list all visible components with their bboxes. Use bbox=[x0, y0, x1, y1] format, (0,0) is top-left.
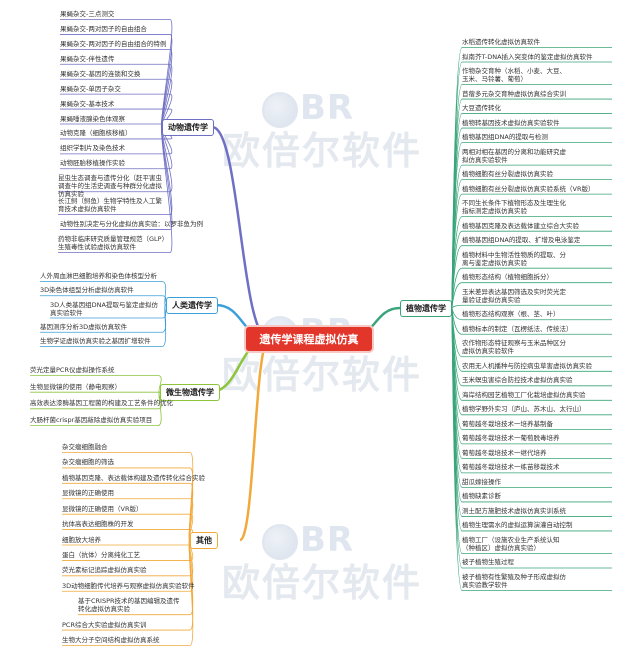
leaf-item[interactable]: 长江鲟（鲟鱼）生物学特性及人工繁育技术虚拟仿真软件 bbox=[58, 197, 162, 214]
center-topic[interactable]: 遗传学课程虚拟仿真 bbox=[246, 327, 372, 351]
leaf-item[interactable]: 植物生理需水的虚拟运算演灌自动控制 bbox=[462, 521, 573, 530]
leaf-item[interactable]: 植物形态结构观察（根、茎、叶） bbox=[462, 310, 560, 319]
leaf-item[interactable]: 植物工厂（设施农业生产系统认知（种植区）虚拟仿真实验） bbox=[462, 535, 560, 552]
leaf-item[interactable]: 显微镜的正确使用 bbox=[62, 489, 114, 498]
leaf-item[interactable]: 玉米螟虫害综合防控技术虚拟仿真实验 bbox=[462, 376, 573, 385]
leaf-item[interactable]: 杂交瘤细胞的筛选 bbox=[62, 458, 114, 467]
leaf-item[interactable]: 测土配方施肥技术虚拟仿真实训系统 bbox=[462, 506, 566, 515]
leaf-item[interactable]: 植物基因组DNA的提取与检测 bbox=[462, 133, 548, 142]
leaf-item[interactable]: 植物形态结构（植物细胞拆分） bbox=[462, 273, 553, 282]
leaf-item[interactable]: 生物显微镜的使用（静电观察） bbox=[30, 382, 121, 391]
leaf-item[interactable]: 果蝇唾液腺染色体观察 bbox=[60, 114, 125, 123]
leaf-item[interactable]: 3D动物细胞传代培养与观察虚拟仿真实验软件 bbox=[62, 581, 195, 590]
leaf-item[interactable]: 水稻遗传转化虚拟仿真软件 bbox=[462, 38, 540, 46]
leaf-item[interactable]: 葡萄越冬栽培技术一继代培养 bbox=[462, 448, 547, 457]
leaf-item[interactable]: 被子植物有性繁殖及种子形成虚拟仿真实验教学软件 bbox=[462, 573, 566, 589]
leaf-item[interactable]: 组织学制片及染色技术 bbox=[60, 144, 125, 153]
leaf-item[interactable]: 果蝇杂交-基因的连锁和交换 bbox=[60, 69, 141, 78]
leaf-item[interactable]: 葡萄越冬栽培技术一练苗移栽技术 bbox=[462, 463, 560, 472]
leaf-item[interactable]: 果蝇杂交-两对因子的自由组合的特例 bbox=[60, 39, 167, 48]
leaf-item[interactable]: 甜瓜嫁接操作 bbox=[462, 477, 501, 486]
branch-micro[interactable]: 微生物遗传学 bbox=[160, 384, 220, 401]
leaf-item[interactable]: 植物基因克隆及表达载体建立综合大实验 bbox=[462, 221, 579, 230]
leaf-item[interactable]: 植物基因组DNA的提取、扩增及电泳鉴定 bbox=[462, 236, 581, 245]
leaf-item[interactable]: 植物细胞有丝分裂虚拟仿真实验系统（VR版） bbox=[462, 184, 595, 193]
leaf-item[interactable]: 高效表达漆酶基因工程菌的构建及工艺条件的优化 bbox=[30, 399, 173, 408]
leaf-item[interactable]: 杂交瘤细胞融合 bbox=[62, 443, 108, 451]
leaf-item[interactable]: 生物学证虚拟仿真实验之基因扩增软件 bbox=[40, 337, 151, 345]
leaf-item[interactable]: 动物克隆（细胞核移植） bbox=[60, 129, 132, 138]
branch-human[interactable]: 人类遗传学 bbox=[166, 297, 218, 314]
leaf-item[interactable]: 海岸结构园艺植物工厂化栽培虚拟仿真实验 bbox=[462, 390, 586, 399]
leaf-item[interactable]: 两相对相在基因的分离和功能研究虚拟仿真实验软件 bbox=[462, 147, 566, 164]
leaf-item[interactable]: 3D人类基因组DNA提取与鉴定虚拟仿真实验软件 bbox=[50, 300, 158, 317]
leaf-item[interactable]: 作物杂交育种（水稻、小麦、大豆、玉米、马铃薯、葡萄） bbox=[462, 67, 566, 84]
leaf-item[interactable]: 基因测序分析3D虚拟仿真软件 bbox=[40, 322, 128, 331]
leaf-item[interactable]: 大肠杆菌crispr基因敲除虚拟仿真实验项目 bbox=[30, 416, 153, 424]
leaf-item[interactable]: 玉米差异表达基因筛选及实时荧光定量验证虚拟仿真实验 bbox=[462, 287, 566, 304]
leaf-item[interactable]: 果蝇杂交-伴性遗传 bbox=[60, 54, 115, 63]
leaf-item[interactable]: 植物标本的制定（瓦楞纸法、传统法） bbox=[462, 324, 573, 333]
leaf-item[interactable]: 动物性别决定与分化虚拟仿真实验：以罗非鱼为例 bbox=[60, 220, 203, 229]
leaf-item[interactable]: 不同生长条件下植物形态及生理生化指标测定虚拟仿真实验 bbox=[462, 199, 566, 216]
leaf-item[interactable]: 动物胚胎移植操作实验 bbox=[60, 159, 125, 168]
leaf-item[interactable]: 农用无人机播种与防控病虫草害虚拟仿真实验 bbox=[462, 361, 592, 370]
leaf-item[interactable]: 细胞放大培养 bbox=[62, 535, 101, 544]
leaf-item[interactable]: 植物转基因技术虚拟仿真实验软件 bbox=[462, 118, 560, 127]
branch-plant[interactable]: 植物遗传学 bbox=[400, 300, 452, 317]
leaf-item[interactable]: 3D染色体组型分析虚拟仿真软件 bbox=[40, 286, 134, 295]
leaf-item[interactable]: 葡萄越冬栽培技术一培养基制备 bbox=[462, 419, 553, 428]
leaf-item[interactable]: 植物缺素诊断 bbox=[462, 492, 501, 501]
leaf-item[interactable]: 果蝇杂交-单因子杂交 bbox=[60, 84, 121, 93]
leaf-item[interactable]: 生物大分子空间结构虚拟仿真系统 bbox=[62, 636, 160, 644]
leaf-item[interactable]: 显微镜的正确使用（VR版） bbox=[62, 504, 143, 513]
leaf-item[interactable]: 基于CRISPR技术的基因编辑及遗传转化虚拟仿真实验 bbox=[78, 597, 180, 614]
leaf-item[interactable]: 葡萄越冬栽培技术一葡萄脱毒培养 bbox=[462, 434, 560, 443]
leaf-item[interactable]: 植物学野外实习（庐山、苏木山、太行山） bbox=[462, 405, 586, 414]
leaf-item[interactable]: 农作物形态特征观察与玉米品种区分虚拟仿真实验软件 bbox=[462, 339, 566, 356]
leaf-item[interactable]: 抗体高表达细胞株的开发 bbox=[62, 520, 134, 529]
leaf-item[interactable]: 荧光定量PCR仪虚拟操作系统 bbox=[30, 366, 115, 374]
leaf-item[interactable]: 果蝇杂交-两对因子的自由组合 bbox=[60, 24, 147, 33]
leaf-item[interactable]: 植物基因克隆、表达载体构建及遗传转化综合实验 bbox=[62, 473, 205, 482]
leaf-item[interactable]: 人外周血淋巴细胞培养和染色体核型分析 bbox=[40, 272, 157, 280]
leaf-item[interactable]: 被子植物生殖过程 bbox=[462, 558, 514, 567]
leaf-item[interactable]: 植物材料中生物活性物质的提取、分离与鉴定虚拟仿真实验 bbox=[462, 250, 566, 267]
leaf-item[interactable]: 荧光素标记追踪虚拟仿真实验 bbox=[62, 566, 147, 575]
branch-animal[interactable]: 动物遗传学 bbox=[162, 119, 214, 136]
leaf-item[interactable]: 苜蓿多元杂交育种虚拟仿真综合实训 bbox=[462, 89, 566, 98]
leaf-item[interactable]: 果蝇杂交-基本技术 bbox=[60, 99, 115, 108]
leaf-item[interactable]: 昆虫生态调查与遗传分化（赶平害虫调查牛的生活史调查与种群分化虚拟仿真实验 bbox=[58, 174, 162, 199]
leaf-item[interactable]: 植物细胞有丝分裂虚拟仿真实验 bbox=[462, 170, 553, 179]
leaf-item[interactable]: 拟南芥T-DNA插入突变体的鉴定虚拟仿真软件 bbox=[462, 52, 593, 61]
branch-other[interactable]: 其他 bbox=[190, 532, 218, 549]
leaf-item[interactable]: PCR综合大实验虚拟仿真实训 bbox=[62, 620, 147, 629]
leaf-item[interactable]: 药物非临床研究质量管理规范（GLP）生殖毒性试验虚拟仿真软件 bbox=[58, 235, 165, 251]
leaf-item[interactable]: 大豆遗传转化 bbox=[462, 104, 501, 113]
leaf-item[interactable]: 果蝇杂交-三点测交 bbox=[60, 10, 115, 18]
leaf-item[interactable]: 蛋白（抗体）分离纯化工艺 bbox=[62, 550, 140, 559]
